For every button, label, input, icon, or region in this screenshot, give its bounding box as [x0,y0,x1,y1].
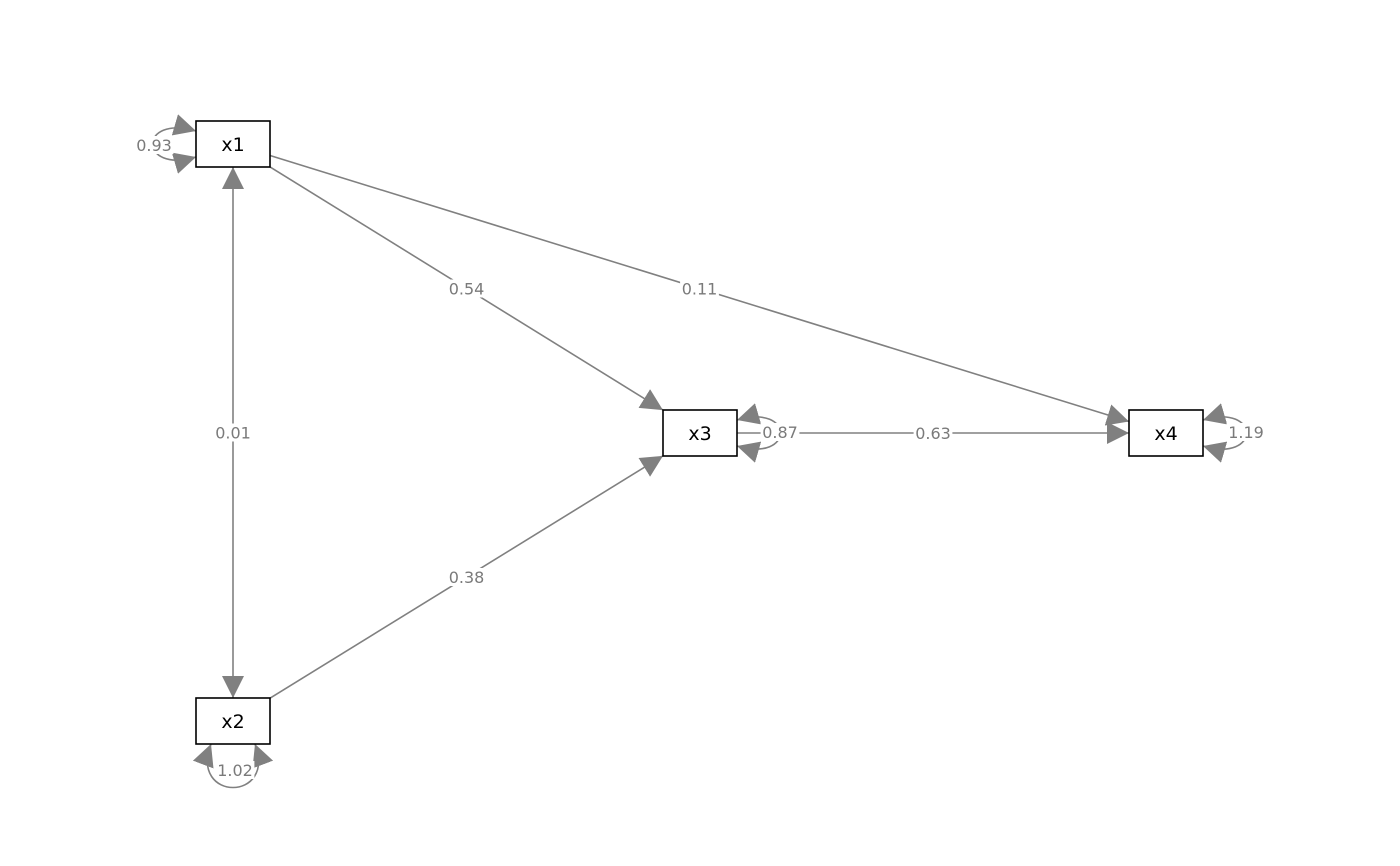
edge-label-x1-x3-bg [447,279,486,298]
variance-label-x2: 1.02 [217,761,253,780]
node-box-x4 [1128,409,1204,457]
edge-label-x1-x4-bg [680,279,719,298]
edge-label-x2-x3: 0.38 [449,568,485,587]
variance-loop-x2 [192,743,274,789]
node-x4: x4 [1128,409,1204,457]
node-label-x1: x1 [221,134,244,156]
variance-label-x3: 0.87 [762,423,798,442]
edge-label-x1-x2-bg [213,423,253,442]
node-x1: x1 [195,120,271,168]
variance-label-x1-bg [134,136,174,154]
edge-label-x1-x3: 0.54 [449,280,485,299]
node-x2: x2 [195,697,271,745]
node-x3: x3 [662,409,738,457]
node-label-x4: x4 [1154,423,1177,445]
variance-label-x4-bg [1226,423,1266,441]
variance-label-x4: 1.19 [1228,423,1264,442]
node-box-x2 [195,697,271,745]
variance-label-x1: 0.93 [136,136,172,155]
edge-label-x2-x3-bg [447,568,486,586]
node-label-x3: x3 [688,423,711,445]
node-box-x3 [662,409,738,457]
variance-label-x3-bg [760,423,800,441]
node-label-x2: x2 [221,711,244,733]
variance-label-x2-bg [215,761,255,779]
edge-label-x1-x2: 0.01 [215,424,251,443]
node-box-x1 [195,120,271,168]
edge-label-x1-x4: 0.11 [682,280,718,299]
edge-label-x3-x4: 0.63 [915,424,951,443]
edge-label-x3-x4-bg [913,424,953,442]
